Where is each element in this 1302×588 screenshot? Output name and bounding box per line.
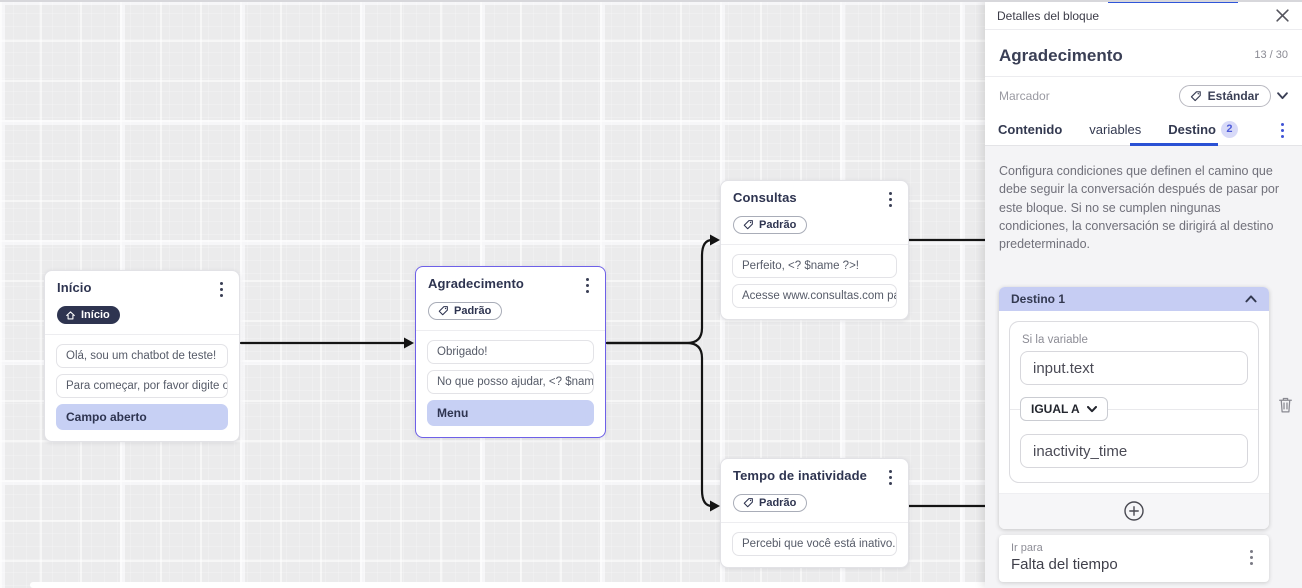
chevron-down-icon[interactable] (1277, 92, 1288, 100)
message-bubble[interactable]: Percebi que você está inativo. C... (732, 532, 897, 556)
node-title: Tempo de inatividade (733, 468, 867, 483)
condition-variable-input[interactable] (1020, 351, 1248, 386)
node-body: Olá, sou um chatbot de teste! Para começ… (45, 335, 239, 441)
window-top-edge (0, 0, 1302, 2)
home-icon (66, 310, 75, 319)
node-body: Percebi que você está inativo. C... (721, 523, 908, 567)
tag-icon (743, 220, 753, 230)
message-bubble[interactable]: No que posso ajudar, <? $name ... (427, 370, 594, 394)
destination-title: Destino 1 (1011, 292, 1066, 307)
tag-icon (438, 306, 448, 316)
message-bubble[interactable]: Acesse www.consultas.com par... (732, 284, 897, 308)
go-to-value: Falta del tiempo (1011, 556, 1118, 574)
add-condition-section (999, 493, 1269, 530)
flow-canvas[interactable]: Início Início Olá, sou um chatbot de tes… (0, 0, 985, 588)
type-badge-label: Padrão (759, 497, 797, 509)
chevron-up-icon[interactable] (1245, 295, 1257, 303)
node-title: Consultas (733, 190, 797, 205)
go-to-card[interactable]: Ir para Falta del tiempo (999, 535, 1269, 583)
panel-header: Detalles del bloque (985, 0, 1302, 30)
go-to-kebab-icon[interactable] (1246, 548, 1257, 567)
tab-destino-label: Destino (1168, 121, 1216, 137)
node-tempo-inatividade[interactable]: Tempo de inatividade Padrão Percebi que … (720, 458, 909, 568)
node-body: Perfeito, <? $name ?>! Acesse www.consul… (721, 245, 908, 319)
node-consultas[interactable]: Consultas Padrão Perfeito, <? $name ?>! … (720, 180, 909, 320)
node-agradecimento[interactable]: Agradecimento Padrão Obrigado! No que po… (415, 266, 606, 438)
tab-destino[interactable]: Destino 2 (1168, 120, 1238, 138)
tab-destino-count-badge: 2 (1220, 120, 1238, 138)
kebab-menu-icon[interactable] (216, 280, 227, 299)
tag-icon (743, 498, 753, 508)
node-body: Obrigado! No que posso ajudar, <? $name … (416, 331, 605, 437)
horizontal-scrollbar[interactable] (30, 582, 985, 588)
type-badge: Padrão (428, 302, 503, 320)
flow-edges (239, 234, 985, 512)
tabs-overflow-kebab-icon[interactable] (1277, 121, 1288, 140)
marker-value: Estándar (1207, 89, 1259, 103)
block-title-row: Agradecimento 13 / 30 (985, 30, 1302, 77)
type-badge: Padrão (733, 494, 808, 512)
message-bubble[interactable]: Perfeito, <? $name ?>! (732, 254, 897, 278)
node-header: Consultas Padrão (721, 181, 908, 245)
tab-variables[interactable]: variables (1089, 121, 1142, 137)
kebab-menu-icon[interactable] (885, 190, 896, 209)
arrowhead-icon (710, 500, 720, 512)
node-header: Tempo de inatividade Padrão (721, 459, 908, 523)
edge-agradecimento-consultas (605, 238, 714, 345)
type-badge-label: Padrão (759, 219, 797, 231)
condition-variable-label: Si la variable (1022, 334, 1088, 347)
destino-tab-content: Configura condiciones que definen el cam… (985, 146, 1302, 588)
node-header: Agradecimento Padrão (416, 267, 605, 331)
start-badge-label: Início (81, 309, 110, 321)
go-to-label: Ir para (1011, 542, 1043, 555)
start-badge: Início (57, 306, 120, 324)
kebab-menu-icon[interactable] (582, 276, 593, 295)
destination-card-body: Si la variable IGUAL A (999, 311, 1269, 494)
tag-icon (1190, 90, 1201, 101)
type-badge: Padrão (733, 216, 808, 234)
plus-circle-icon[interactable] (1123, 500, 1145, 522)
trash-icon[interactable] (1277, 396, 1294, 419)
arrowhead-icon (710, 234, 720, 246)
panel-title: Detalles del bloque (997, 8, 1100, 23)
node-header: Início Início (45, 271, 239, 335)
node-title: Início (57, 280, 92, 295)
condition-card: Si la variable IGUAL A (1009, 321, 1259, 484)
active-tab-underline (1130, 143, 1218, 146)
tab-contenido[interactable]: Contenido (998, 121, 1063, 137)
marker-label: Marcador (999, 89, 1050, 103)
operator-label: IGUAL A (1031, 402, 1080, 417)
operator-dropdown[interactable]: IGUAL A (1020, 397, 1108, 422)
panel-tabs: Contenido variables Destino 2 (985, 113, 1302, 146)
marker-row: Marcador Estándar (985, 77, 1302, 113)
message-bubble[interactable]: Obrigado! (427, 340, 594, 364)
option-bubble[interactable]: Menu (427, 400, 594, 426)
option-bubble[interactable]: Campo aberto (56, 403, 228, 430)
destination-description: Configura condiciones que definen el cam… (999, 164, 1280, 251)
kebab-menu-icon[interactable] (885, 468, 896, 487)
destination-card-header[interactable]: Destino 1 (999, 287, 1269, 312)
destination-card: Destino 1 Si la variable IGUAL A (999, 287, 1269, 530)
type-badge-label: Padrão (454, 305, 492, 317)
node-title: Agradecimento (428, 276, 524, 291)
condition-value-input[interactable] (1020, 434, 1248, 469)
message-bubble[interactable]: Para começar, por favor digite o ... (56, 373, 228, 398)
arrowhead-icon (404, 337, 414, 349)
node-inicio[interactable]: Início Início Olá, sou um chatbot de tes… (44, 270, 240, 442)
message-bubble[interactable]: Olá, sou um chatbot de teste! (56, 343, 228, 368)
marker-value-pill[interactable]: Estándar (1178, 85, 1271, 107)
character-counter: 13 / 30 (1254, 49, 1288, 61)
block-name: Agradecimento (999, 46, 1123, 65)
block-details-panel: Detalles del bloque Agradecimento 13 / 3… (985, 0, 1302, 588)
close-icon[interactable] (1275, 8, 1290, 23)
chevron-down-icon (1086, 405, 1097, 412)
operator-row: IGUAL A (1010, 396, 1258, 422)
edge-agradecimento-tempo (605, 341, 714, 508)
